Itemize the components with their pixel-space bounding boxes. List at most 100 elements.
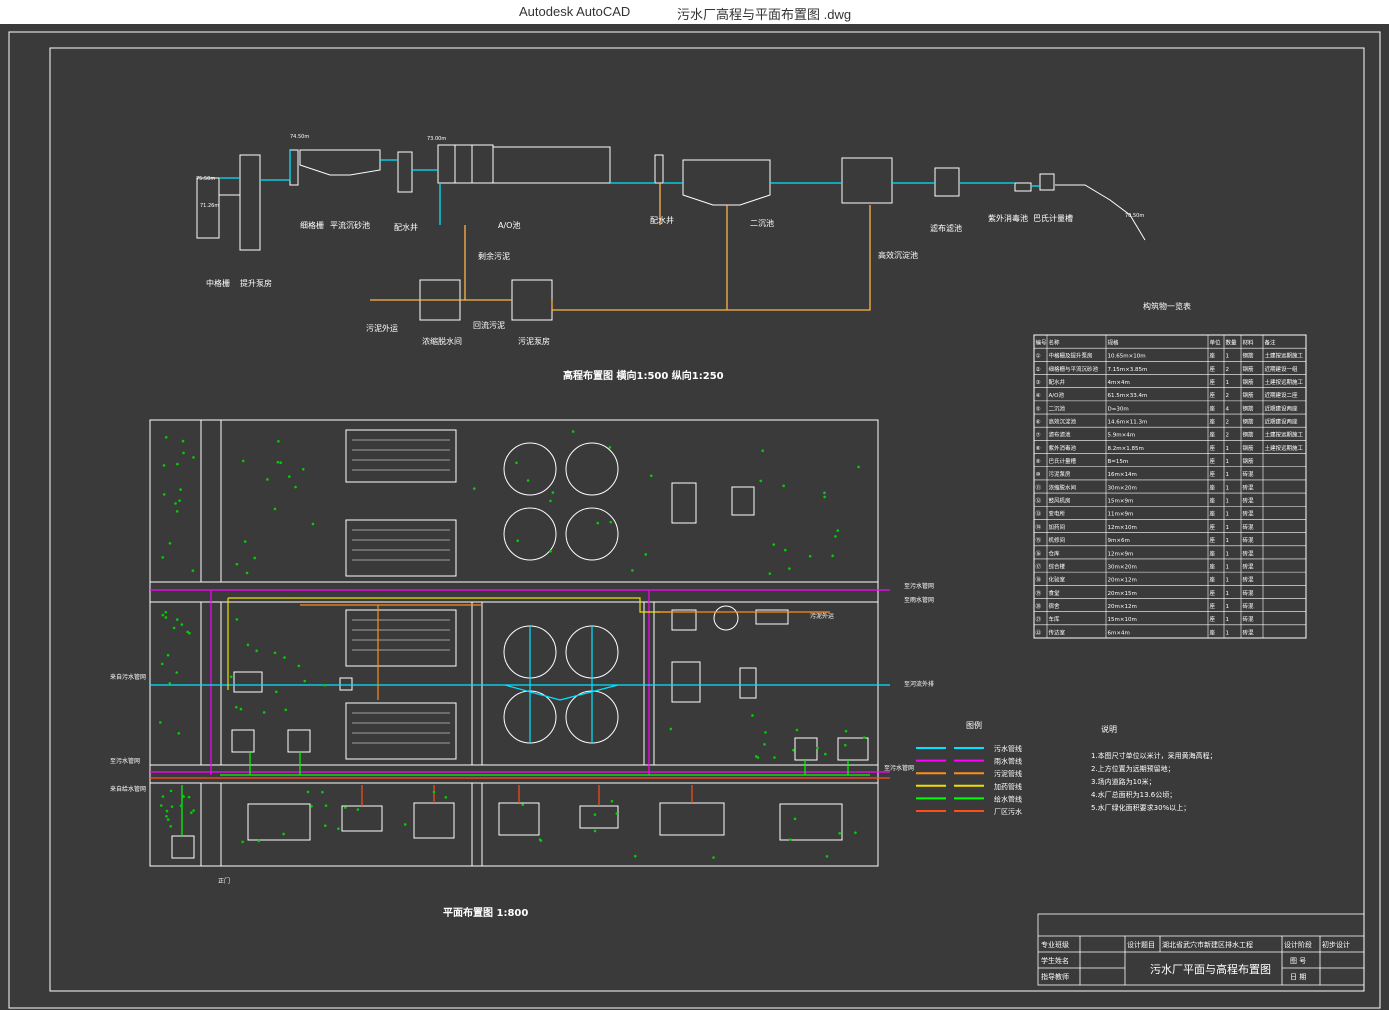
svg-text:指导教师: 指导教师 [1041,972,1069,981]
table-cell: 1 [1226,578,1230,584]
table-cell: 土建按远期施工 [1265,352,1304,360]
svg-text:至污水管网: 至污水管网 [884,764,914,772]
pump-house [239,154,261,251]
table-cell: 鼓风机房 [1049,497,1072,505]
table-cell: 紫外消毒池 [1049,444,1077,452]
table-cell: 滤布滤池 [1049,431,1072,439]
table-cell: 钢筋 [1243,457,1255,465]
table-cell: ⑮ [1036,536,1042,544]
label-ao: A/O池 [498,220,520,230]
legend-label: 给水管线 [994,794,1022,803]
svg-text:3.场内道路为10米；: 3.场内道路为10米； [1091,777,1156,786]
svg-text:初步设计: 初步设计 [1322,940,1350,949]
plan-pipelines [150,589,890,836]
table-cell: 近期建设两座 [1265,418,1299,426]
svg-text:来自污水管网: 来自污水管网 [110,673,146,681]
table-cell: 座 [1210,457,1216,465]
table-cell: 20m×12m [1108,578,1137,584]
table-cell: 近期建设二座 [1265,391,1299,399]
svg-text:73.00m: 73.00m [427,136,446,142]
table-cell: 1 [1226,380,1230,386]
table-cell: 座 [1210,418,1216,426]
coarse-screen [196,177,220,239]
table-cell: 1 [1226,525,1230,531]
window-titlebar: Autodesk AutoCAD 污水厂高程与平面布置图 .dwg [0,0,1389,24]
table-cell: 座 [1210,523,1216,531]
distribution-well-2 [654,154,664,184]
table-cell: 座 [1210,589,1216,597]
table-cell: 机修间 [1049,536,1066,544]
table-header-cell: 名称 [1049,338,1061,346]
table-cell: 座 [1210,391,1216,399]
elevation-caption: 高程布置图 横向1:500 纵向1:250 [563,369,724,382]
table-cell: 1 [1226,538,1230,544]
table-cell: 9m×6m [1108,538,1130,544]
table-cell: 砖混 [1243,615,1255,623]
table-cell: 土建按远期施工 [1265,431,1304,439]
table-cell: ⑳ [1036,602,1042,610]
label-parshall: 巴氏计量槽 [1033,213,1073,223]
svg-text:74.50m: 74.50m [290,134,309,140]
svg-text:设计阶段: 设计阶段 [1284,940,1312,949]
table-cell: 砖混 [1243,536,1255,544]
title-block: 专业班级 学生姓名 指导教师 设计题目 湖北省武穴市新建区排水工程 设计阶段 初… [1037,913,1365,986]
table-cell: 砖混 [1243,510,1255,518]
table-cell: 砖混 [1243,628,1255,636]
elevation-flows [219,150,1040,311]
table-cell: 1 [1226,485,1230,491]
table-cell: ⑩ [1036,471,1041,478]
table-cell: ㉒ [1036,628,1042,636]
table-cell: 钢筋 [1243,418,1255,426]
label-sec-clarifier: 二沉池 [750,218,774,228]
ao-tank-future-1 [345,429,457,483]
legend-label: 加药管线 [994,782,1022,791]
table-header-cell: 材料 [1243,338,1255,346]
table-cell: 座 [1210,352,1216,360]
cloth-filter [934,167,960,197]
basketball-court-2 [779,803,843,841]
label-sludge-out: 污泥外运 [366,323,398,333]
table-cell: 座 [1210,628,1216,636]
table-cell: 11m×9m [1108,512,1134,518]
table-cell: 土建按远期施工 [1265,378,1304,386]
table-cell: ⑰ [1036,562,1042,570]
svg-text:4.水厂总面积为13.6公顷；: 4.水厂总面积为13.6公顷； [1091,790,1176,799]
svg-text:学生姓名: 学生姓名 [1041,956,1069,965]
legend-title: 图例 [966,720,982,730]
uv-channel [1014,182,1032,192]
plan-caption: 平面布置图 1:800 [443,906,528,919]
label-surplus-sludge: 剩余污泥 [478,251,510,261]
app-name: Autodesk AutoCAD [519,4,631,19]
table-cell: 6m×4m [1108,630,1130,636]
svg-text:2.上方位置为远期预留地；: 2.上方位置为远期预留地； [1091,764,1175,773]
table-cell: 61.5m×33.4m [1108,393,1148,399]
table-cell: 座 [1210,470,1216,478]
table-cell: 中格栅及提升泵房 [1049,352,1094,360]
inner-frame [49,47,1365,992]
table-cell: 钢筋 [1243,391,1255,399]
table-cell: 1 [1226,617,1230,623]
table-cell: 1 [1226,459,1230,465]
table-cell: 8.2m×1.85m [1108,446,1144,452]
table-cell: 化验室 [1049,576,1066,584]
table-cell: 2 [1226,393,1230,399]
svg-text:至雨水管网: 至雨水管网 [904,596,934,604]
table-cell: 座 [1210,549,1216,557]
label-coarse-screen: 中格栅 [206,278,230,288]
table-cell: 传达室 [1049,628,1066,636]
table-header-cell: 备注 [1265,338,1277,346]
drawing-canvas[interactable]: 中格栅 提升泵房 细格栅 平流沉砂池 配水井 A/O池 配水井 二沉池 高效沉淀… [0,24,1389,1010]
ao-tank-front [437,144,494,184]
table-cell: ⑱ [1036,576,1042,584]
elevation-view [196,144,1146,321]
table-cell: ① [1036,354,1041,360]
plan-labels: 来自污水管网 至污水管网 来自给水管网 至污水管网 至雨水管网 至河流外排 至污… [110,582,934,885]
cad-drawing[interactable]: 中格栅 提升泵房 细格栅 平流沉砂池 配水井 A/O池 配水井 二沉池 高效沉淀… [0,24,1389,1010]
table-cell: 车库 [1049,615,1061,623]
table-cell: 1 [1226,551,1230,557]
label-dist-well-2: 配水井 [650,215,674,225]
label-hi-eff: 高效沉淀池 [878,250,918,260]
table-cell: 1 [1226,354,1230,360]
svg-text:设计题目: 设计题目 [1127,940,1155,949]
table-cell: 土建按远期施工 [1265,444,1304,452]
